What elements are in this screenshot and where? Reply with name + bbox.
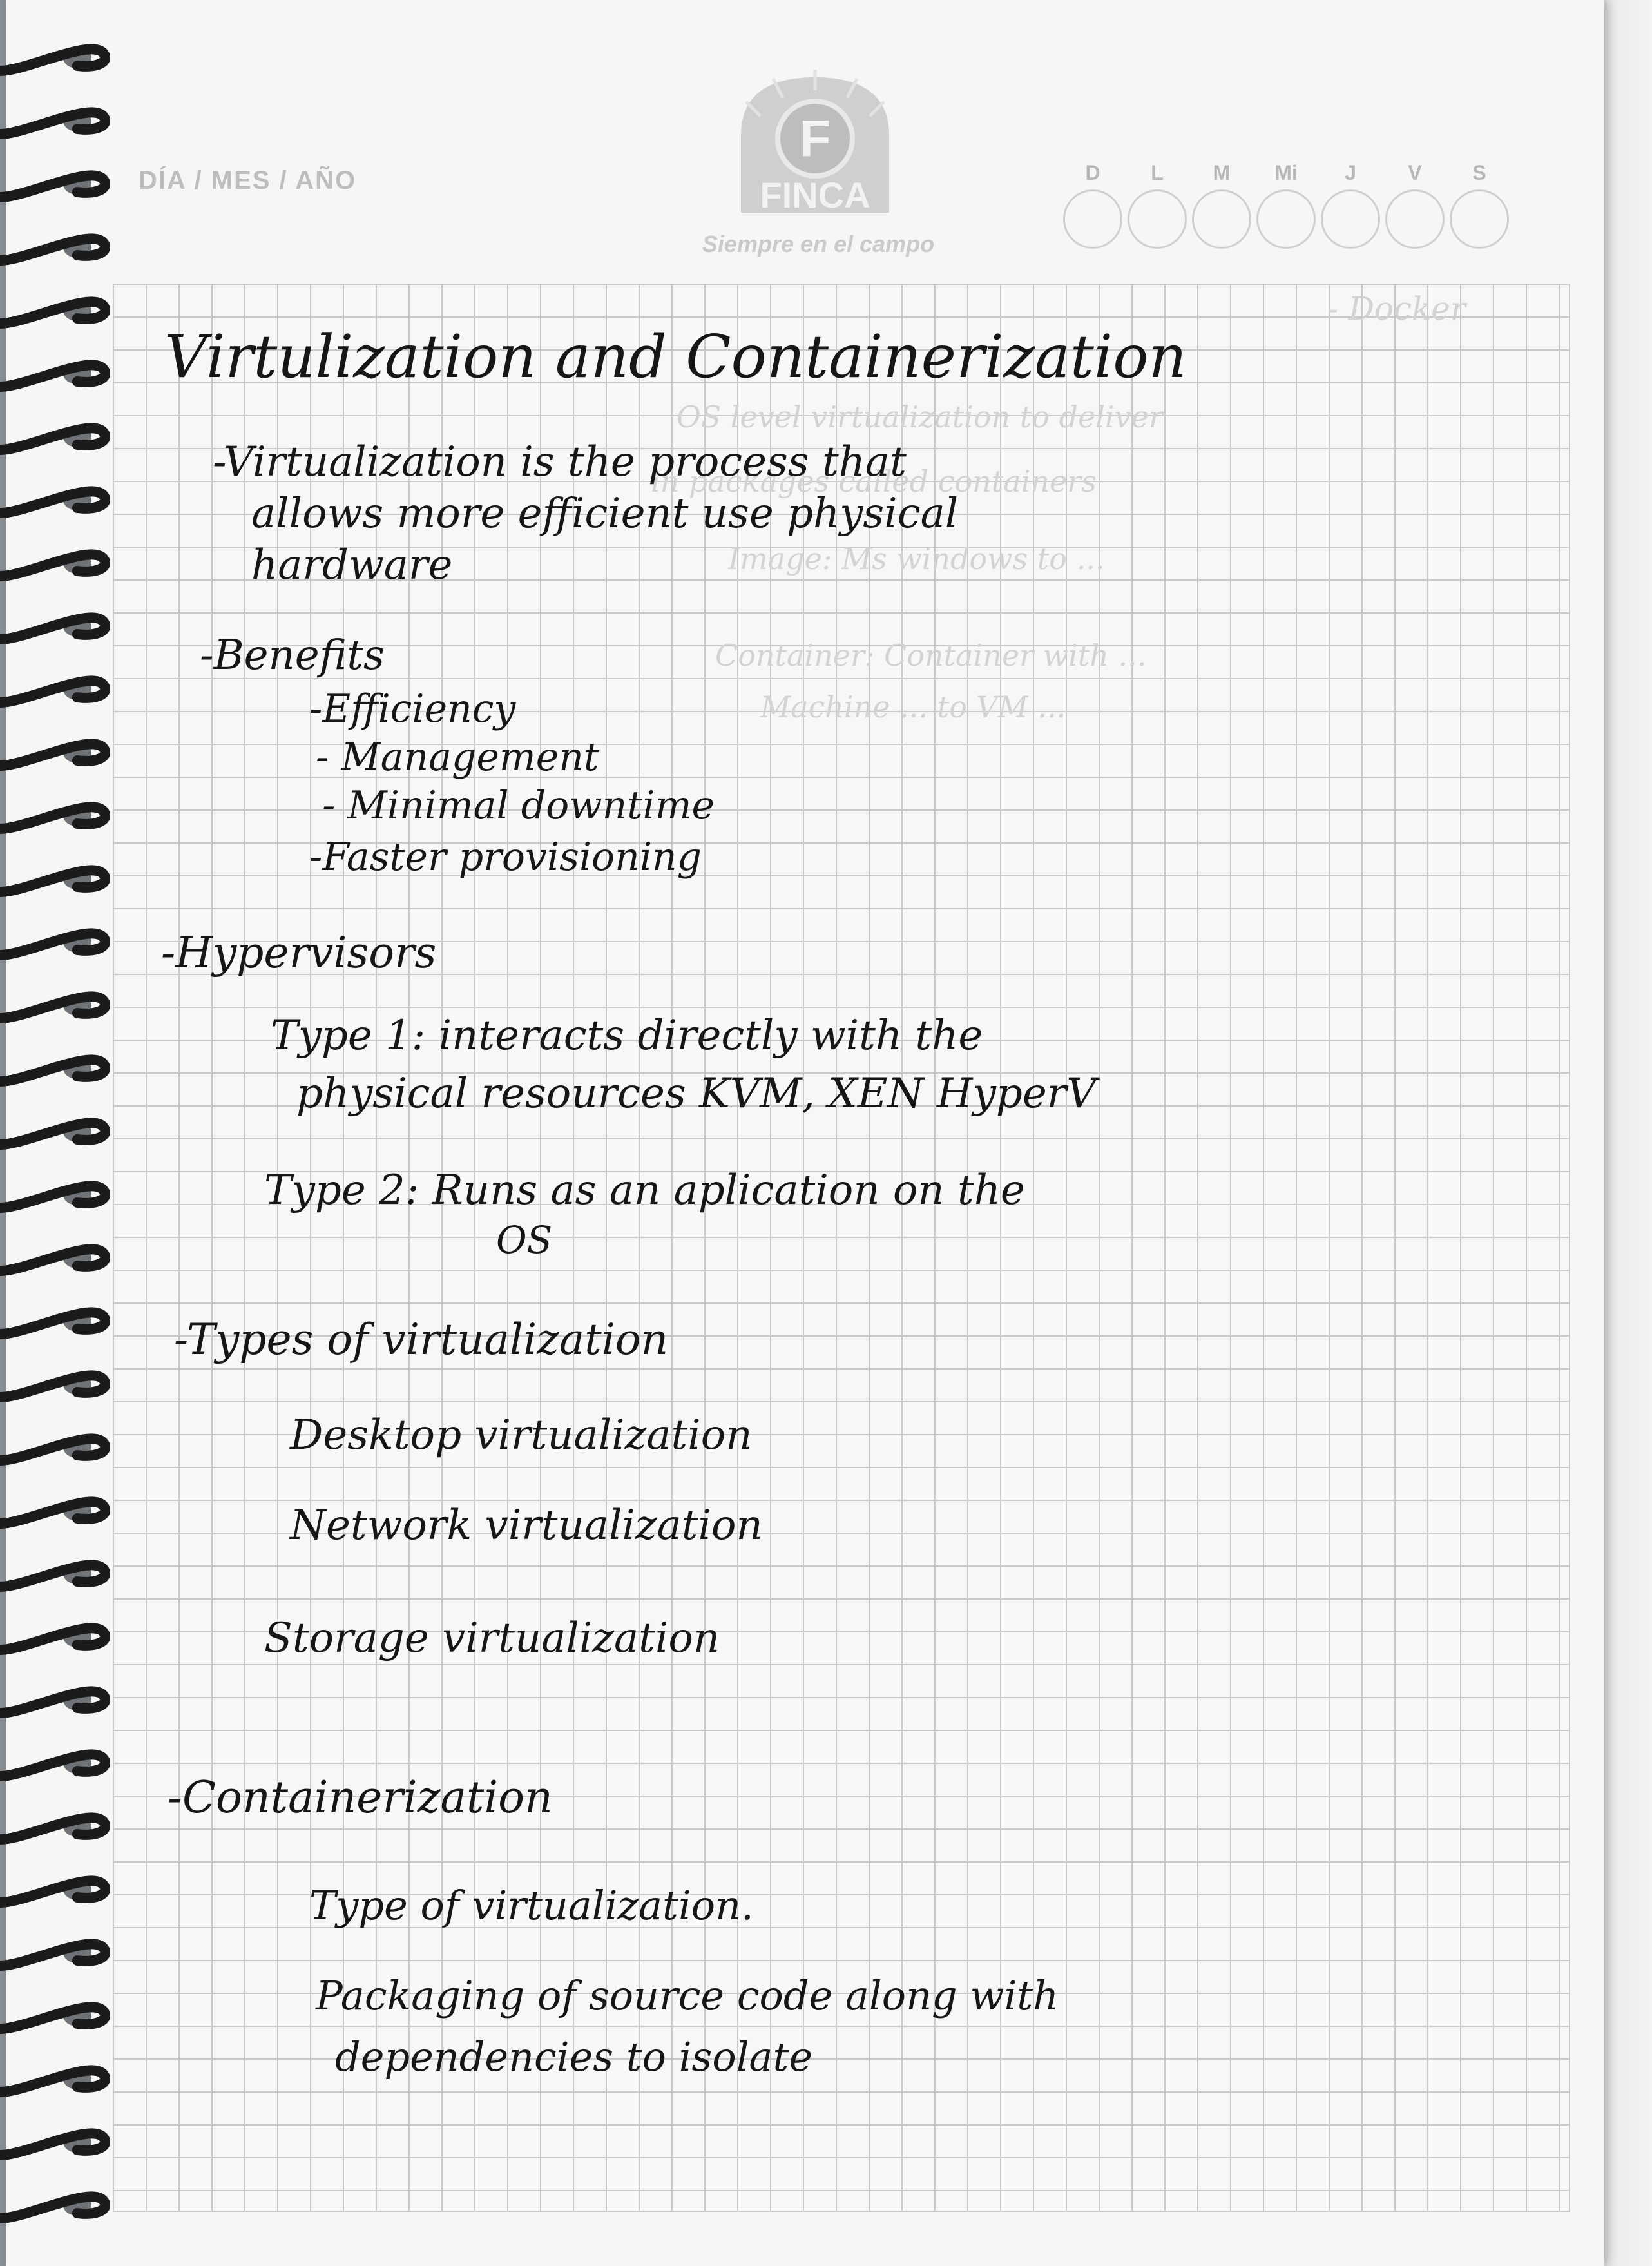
benefits-heading: -Benefits xyxy=(200,632,385,679)
binding-ring xyxy=(0,1496,110,1529)
binding-ring xyxy=(0,2002,110,2034)
weekday-selector: D L M Mi J V S xyxy=(1063,161,1527,251)
benefit-item: -Efficiency xyxy=(309,686,516,731)
weekday-d: D xyxy=(1063,161,1122,249)
container-line: Packaging of source code along with xyxy=(316,1972,1059,2019)
bleed-through-text: Machine ... to VM ... xyxy=(760,690,1066,724)
binding-ring xyxy=(0,1181,110,1213)
benefit-item: -Faster provisioning xyxy=(309,835,702,880)
weekday-circle xyxy=(1256,189,1316,249)
binding-ring xyxy=(0,1875,110,1908)
binding-ring xyxy=(0,1054,110,1087)
weekday-v: V xyxy=(1385,161,1445,249)
binding-ring xyxy=(0,991,110,1023)
binding-ring xyxy=(0,612,110,644)
weekday-circle xyxy=(1128,189,1187,249)
grid-paper xyxy=(113,284,1570,2212)
binding-ring xyxy=(0,360,110,392)
binding-ring xyxy=(0,170,110,202)
weekday-mi: Mi xyxy=(1256,161,1316,249)
binding-ring xyxy=(0,1623,110,1655)
binding-ring xyxy=(0,296,110,329)
weekday-s: S xyxy=(1450,161,1509,249)
type1-line: Type 1: interacts directly with the xyxy=(271,1012,983,1060)
weekday-m: M xyxy=(1192,161,1251,249)
benefit-item: - Management xyxy=(316,735,600,780)
weekday-circle xyxy=(1321,189,1380,249)
bleed-through-text: - Docker xyxy=(1327,290,1466,327)
binding-ring xyxy=(0,1686,110,1718)
binding-ring xyxy=(0,1307,110,1339)
container-line: Type of virtualization. xyxy=(309,1882,754,1929)
benefit-item: - Minimal downtime xyxy=(322,783,715,828)
binding-ring xyxy=(0,2065,110,2097)
hypervisors-heading: -Hypervisors xyxy=(161,928,437,978)
virtualization-type: Desktop virtualization xyxy=(290,1411,753,1459)
notebook-page: DÍA / MES / AÑO F FINCA Siempre en el ca… xyxy=(6,0,1604,2266)
weekday-circle xyxy=(1450,189,1509,249)
binding-ring xyxy=(0,1433,110,1466)
date-label: DÍA / MES / AÑO xyxy=(139,166,357,195)
logo-tagline: Siempre en el campo xyxy=(702,231,935,257)
binding-ring xyxy=(0,107,110,139)
type2-line: Type 2: Runs as an aplication on the xyxy=(264,1167,1025,1214)
weekday-circle xyxy=(1192,189,1251,249)
finca-logo: F FINCA xyxy=(741,70,889,215)
weekday-j: J xyxy=(1321,161,1380,249)
definition-line: allows more efficient use physical xyxy=(251,490,959,537)
binding-ring xyxy=(0,44,110,76)
containerization-heading: -Containerization xyxy=(168,1772,553,1823)
weekday-circle xyxy=(1385,189,1445,249)
logo-text: FINCA xyxy=(760,175,870,215)
binding-ring xyxy=(0,1370,110,1402)
binding-ring xyxy=(0,928,110,960)
notes-title: Virtulization and Containerization xyxy=(164,322,1187,391)
binding-ring xyxy=(0,1560,110,1592)
binding-ring xyxy=(0,2128,110,2160)
virtualization-type: Network virtualization xyxy=(290,1502,763,1549)
definition-line: -Virtualization is the process that xyxy=(213,438,907,486)
binding-ring xyxy=(0,1749,110,1781)
binding-ring xyxy=(0,423,110,455)
weekday-l: L xyxy=(1128,161,1187,249)
binding-ring xyxy=(0,1244,110,1276)
container-line: dependencies to isolate xyxy=(335,2033,813,2080)
virtualization-type: Storage virtualization xyxy=(264,1614,720,1662)
binding-ring xyxy=(0,2191,110,2223)
types-heading: -Types of virtualization xyxy=(174,1315,669,1364)
logo-letter: F xyxy=(800,110,831,167)
bleed-through-text: Container: Container with ... xyxy=(715,638,1147,673)
binding-ring xyxy=(0,675,110,708)
binding-ring xyxy=(0,549,110,581)
binding-ring xyxy=(0,233,110,266)
definition-line: hardware xyxy=(251,541,453,589)
bleed-through-text: Image: Ms windows to ... xyxy=(728,541,1105,576)
binding-ring xyxy=(0,1812,110,1845)
binding-ring xyxy=(0,802,110,834)
type1-line: physical resources KVM, XEN HyperV xyxy=(296,1070,1097,1118)
binding-ring xyxy=(0,1118,110,1150)
type2-line: OS xyxy=(496,1218,553,1262)
binding-ring xyxy=(0,865,110,897)
weekday-circle xyxy=(1063,189,1122,249)
binding-ring xyxy=(0,739,110,771)
binding-ring xyxy=(0,486,110,518)
bleed-through-text: in packages called containers xyxy=(651,464,1097,499)
binding-ring xyxy=(0,1939,110,1971)
spiral-binding xyxy=(0,44,110,2223)
bleed-through-text: OS level virtualization to deliver xyxy=(677,400,1163,434)
